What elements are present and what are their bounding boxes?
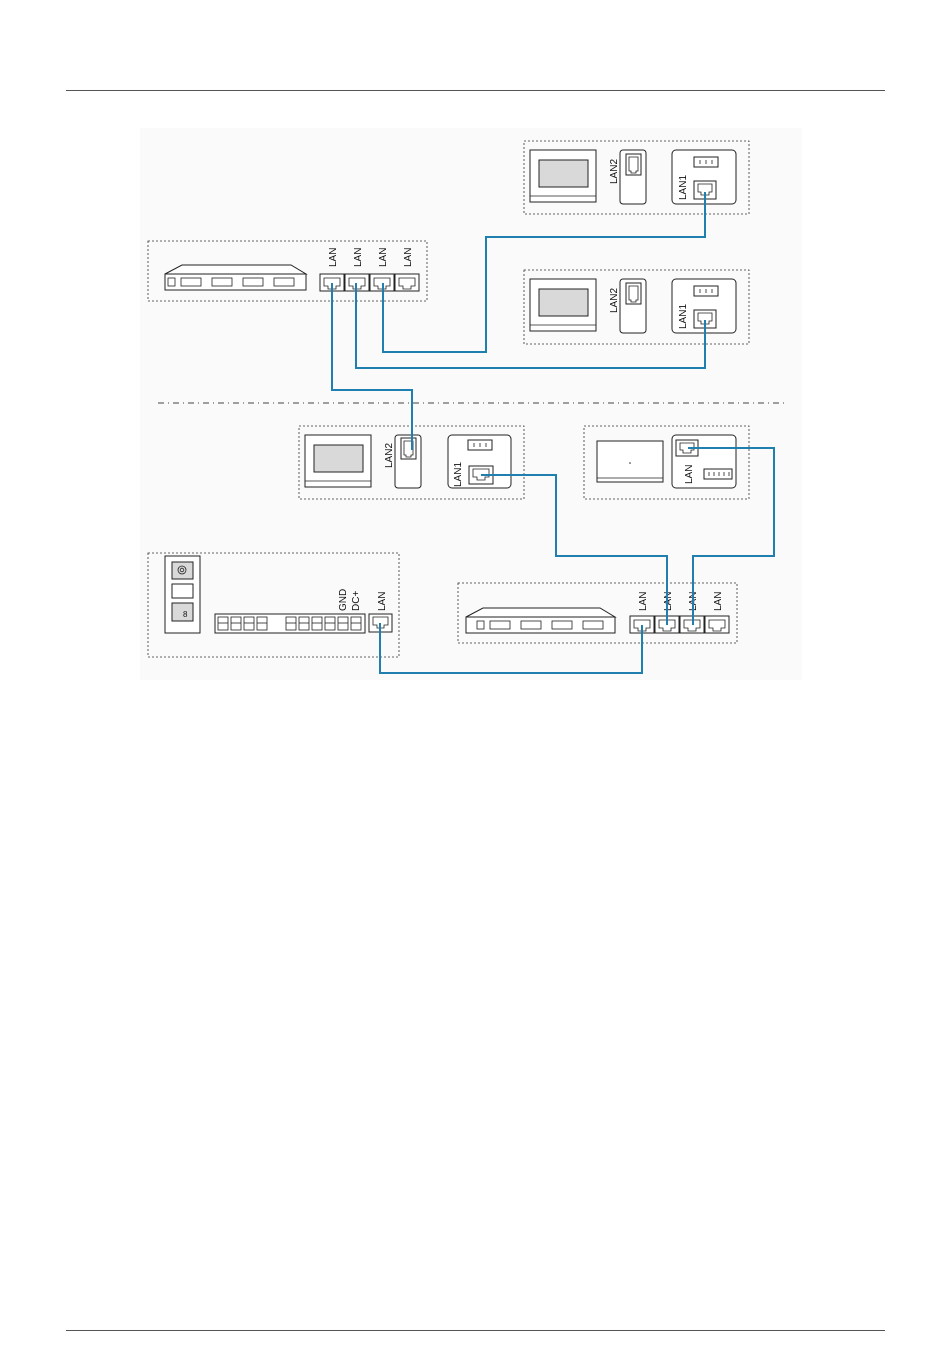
terminal-block-icon bbox=[704, 469, 732, 479]
port-label: LAN bbox=[377, 592, 388, 611]
port-label: LAN bbox=[663, 592, 674, 611]
lan2-label: LAN2 bbox=[609, 159, 620, 184]
rj45-port-icon bbox=[395, 274, 419, 291]
terminal-strip bbox=[215, 614, 365, 633]
port-label: LAN bbox=[403, 248, 414, 267]
port-label: LAN bbox=[638, 592, 649, 611]
camera-module bbox=[172, 562, 193, 579]
port-label: LAN bbox=[353, 248, 364, 267]
rj45-port-icon bbox=[401, 438, 416, 459]
rj45-port-icon bbox=[626, 283, 641, 304]
switch-front bbox=[466, 617, 615, 633]
speaker-icon: 8 bbox=[183, 610, 188, 619]
lan2-label: LAN2 bbox=[384, 443, 395, 468]
switch-front bbox=[165, 274, 306, 290]
name-plate bbox=[172, 584, 193, 598]
gnd-label: GND bbox=[338, 589, 349, 611]
terminal-block-icon bbox=[468, 440, 492, 450]
switch-body-top bbox=[466, 608, 615, 617]
terminal-block-icon bbox=[694, 286, 718, 296]
rj45-port-icon bbox=[626, 154, 641, 175]
lan2-label: LAN2 bbox=[609, 288, 620, 313]
switch-body-top bbox=[165, 265, 306, 274]
monitor-2-screen bbox=[539, 289, 588, 316]
port-label: LAN bbox=[713, 592, 724, 611]
monitor-1-screen bbox=[539, 160, 588, 187]
diagram-canvas bbox=[140, 128, 802, 680]
lan1-label: LAN1 bbox=[678, 175, 689, 200]
lan1-label: LAN1 bbox=[453, 462, 464, 487]
lan1-label: LAN1 bbox=[678, 304, 689, 329]
port-label: LAN bbox=[378, 248, 389, 267]
port-label: LAN bbox=[328, 248, 339, 267]
port-label: LAN bbox=[684, 465, 695, 484]
dc-plus-label: DC+ bbox=[351, 591, 362, 611]
terminal-block-icon bbox=[694, 157, 718, 167]
rj45-port-icon bbox=[705, 616, 729, 633]
unit-4-body bbox=[597, 441, 663, 482]
monitor-3-screen bbox=[314, 445, 363, 472]
